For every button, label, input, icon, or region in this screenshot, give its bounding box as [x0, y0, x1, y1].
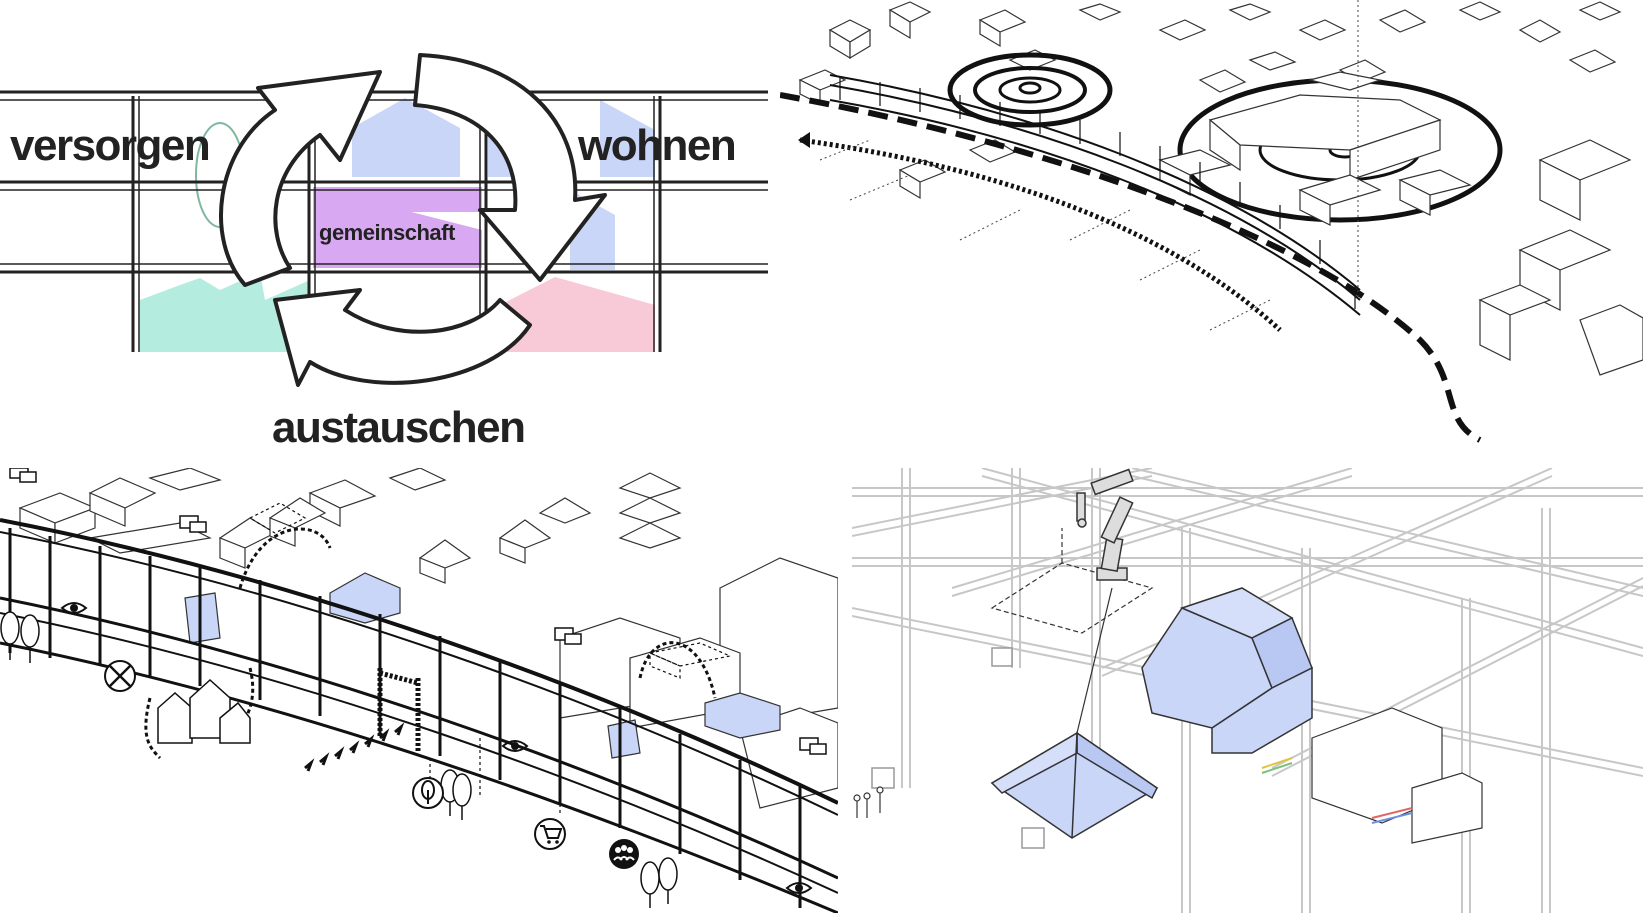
label-versorgen: versorgen — [10, 121, 209, 170]
versorgen-factory-shape — [140, 272, 310, 352]
elevated-bridge — [829, 74, 1361, 316]
trees — [0, 611, 678, 908]
eye-icon — [60, 602, 813, 894]
arrow-left — [219, 70, 382, 287]
house-cluster — [157, 678, 251, 744]
austauschen-house-shape — [500, 277, 655, 352]
cart-icon — [534, 818, 566, 850]
footings — [871, 647, 1045, 849]
wall-panels — [1311, 707, 1483, 844]
house-volume — [1141, 587, 1313, 754]
surrounding-buildings — [798, 1, 1643, 376]
circle-zone-left — [947, 52, 1113, 128]
label-wohnen: wohnen — [577, 121, 735, 170]
block-building — [1158, 71, 1472, 226]
frame-structure-panel — [852, 468, 1643, 913]
arrow-right — [413, 53, 607, 282]
wohnen-house-shape-3 — [600, 100, 655, 177]
tree-icon — [412, 777, 444, 809]
bridge-columns — [8, 528, 802, 908]
robot-arm-icon — [1076, 468, 1134, 581]
bridge-activities-panel — [0, 468, 838, 913]
site-axonometric-panel — [780, 0, 1643, 460]
label-austauschen: austauschen — [272, 403, 524, 452]
wohnen-house-shape-1 — [352, 98, 460, 177]
label-gemeinschaft: gemeinschaft — [319, 220, 456, 245]
secondary-route-dotted — [799, 137, 1282, 332]
tools-icon — [104, 660, 136, 692]
stair-element — [377, 668, 421, 753]
direction-chevrons — [304, 722, 405, 772]
arrow-bottom — [273, 288, 532, 387]
speech-bubble-icon — [9, 468, 827, 755]
roof-element — [990, 731, 1159, 839]
cycle-diagram-panel: versorgen wohnen austauschen gemeinschaf… — [0, 0, 770, 460]
cycle-arrows — [219, 53, 607, 387]
main-route-dashed — [780, 92, 1482, 443]
people-figures — [853, 786, 884, 818]
people-icon — [609, 839, 639, 869]
